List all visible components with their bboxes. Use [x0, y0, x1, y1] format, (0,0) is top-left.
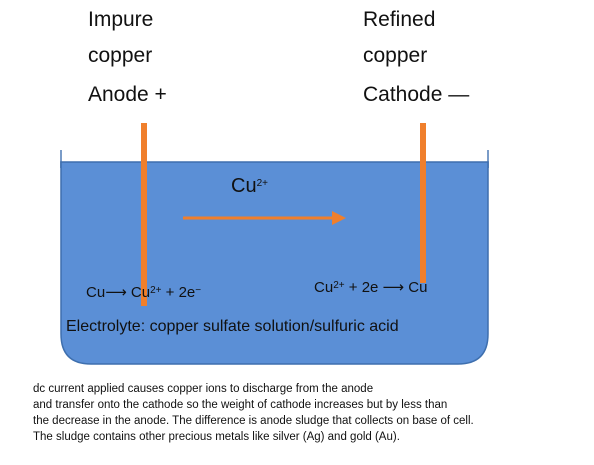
electrolyte-solution — [60, 161, 489, 365]
caption-line: The sludge contains other precious metal… — [33, 431, 400, 443]
caption-line: the decrease in the anode. The differenc… — [33, 415, 474, 427]
caption: dc current applied causes copper ions to… — [33, 381, 474, 445]
anode-reactant: Cu — [86, 284, 106, 301]
ion-base: Cu — [231, 175, 257, 197]
anode-half-reaction: Cu⟶ Cu2+ + 2e− — [86, 284, 201, 302]
anode-electrons: + 2e — [161, 284, 196, 301]
caption-line: and transfer onto the cathode so the wei… — [33, 399, 448, 411]
anode-reaction-arrow: ⟶ — [105, 284, 127, 301]
caption-line: dc current applied causes copper ions to… — [33, 383, 374, 395]
electron-sign: − — [195, 285, 202, 296]
ion-migration-arrow — [183, 211, 346, 225]
cathode-electrode — [420, 123, 426, 283]
cathode-label-line1: Refined — [363, 8, 436, 31]
anode-product: Cu — [130, 284, 151, 301]
cathode-reaction-arrow: ⟶ — [382, 279, 405, 296]
cathode-reactant-charge: 2+ — [333, 280, 345, 291]
anode-label-line1: Impure — [88, 8, 154, 31]
anode-label-line3: Anode + — [88, 83, 167, 106]
ion-charge: 2+ — [256, 178, 268, 189]
cathode-product: Cu — [408, 279, 428, 296]
anode-product-charge: 2+ — [150, 285, 162, 296]
cathode-half-reaction: Cu2+ + 2e ⟶ Cu — [314, 279, 427, 297]
electrolyte-label: Electrolyte: copper sulfate solution/sul… — [66, 318, 399, 335]
copper-ion-label: Cu2+ — [231, 175, 268, 197]
cathode-label-line3: Cathode — — [363, 83, 470, 106]
anode-label-line2: copper — [88, 44, 153, 67]
cathode-electrons: + 2e — [344, 279, 379, 296]
cathode-label-line2: copper — [363, 44, 428, 67]
anode-electrode — [141, 123, 147, 306]
cathode-reactant: Cu — [314, 279, 334, 296]
